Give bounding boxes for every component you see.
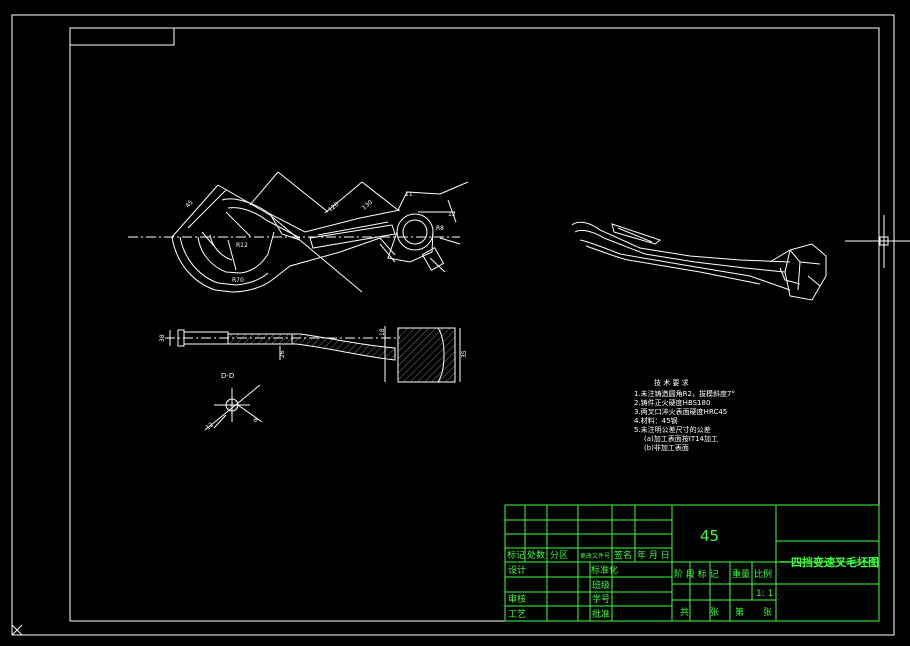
dim-label-2: R12 <box>236 242 248 249</box>
header-zone: 分区 <box>550 550 568 561</box>
label-standardization: 标准化 <box>591 564 618 576</box>
tech-req-item-1: 1.未注铸造圆角R2，拔模斜度7° <box>634 389 735 398</box>
header-signature: 签名 <box>614 549 632 561</box>
scale-value: 1: 1 <box>756 589 773 599</box>
dim-label-5: 130 <box>361 199 374 212</box>
sheet-unit-2: 张 <box>763 607 772 618</box>
tech-req-item-4: 4.材料：45钢 <box>634 416 678 425</box>
dim-label-8: 12 <box>448 211 456 218</box>
main-view <box>128 171 469 293</box>
tech-req-item-3: 3.两叉口淬火表面硬度HRC45 <box>634 407 727 416</box>
tech-req-item-7: (b)非加工表面 <box>644 443 689 452</box>
sheet-unit-1: 张 <box>710 607 719 618</box>
header-date: 年 月 日 <box>637 549 670 561</box>
header-change-doc: 更改文件号 <box>580 552 610 560</box>
label-process: 工艺 <box>508 609 526 620</box>
material-value: 45 <box>700 527 719 545</box>
crosshair-cursor[interactable] <box>845 215 910 268</box>
dim-label-9: 38 <box>159 334 166 342</box>
side-view-dims: 38 26 35 18 <box>159 328 468 358</box>
dim-label-12: 18 <box>379 328 386 336</box>
label-class: 班级 <box>592 579 610 591</box>
dim-label-7: R8 <box>436 225 444 232</box>
sheet-number-label: 第 <box>735 606 744 618</box>
isometric-view <box>571 221 827 301</box>
label-stage-mark: 阶 段 标 记 <box>674 568 719 580</box>
label-weight: 重量 <box>732 568 750 580</box>
dim-label-14: 8 <box>252 416 260 424</box>
reverse-title-box <box>69 27 175 46</box>
header-mark: 标记 <box>507 549 525 561</box>
label-student-id: 学号 <box>592 593 610 605</box>
drawing-frame <box>69 27 880 622</box>
section-label: D-D <box>221 372 234 380</box>
label-approve: 批准 <box>592 608 610 620</box>
dim-label-6: 11 <box>405 191 413 198</box>
tech-req-item-2: 2.铸件正火硬度HBS180 <box>634 398 710 407</box>
title-block <box>504 504 880 622</box>
dim-label-4: 120 <box>327 201 340 214</box>
tech-req-item-6: (a)加工表面按IT14加工 <box>644 434 718 443</box>
label-review: 审核 <box>508 593 526 605</box>
sheet-outer-border <box>11 14 895 636</box>
ucs-icon <box>11 624 23 636</box>
dim-label-3: R70 <box>232 277 244 284</box>
sheet-total-label: 共 <box>680 607 689 618</box>
header-count: 处数 <box>527 549 545 561</box>
dim-label-11: 35 <box>461 350 468 358</box>
tech-requirements: 技 术 要 求 1.未注铸造圆角R2，拔模斜度7° 2.铸件正火硬度HBS180… <box>634 378 735 452</box>
label-scale: 比例 <box>754 568 772 580</box>
dim-label-10: 26 <box>279 350 286 358</box>
label-design: 设计 <box>508 564 526 576</box>
tech-req-item-5: 5.未注明公差尺寸的公差 <box>634 425 711 434</box>
tech-req-heading: 技 术 要 求 <box>654 378 689 387</box>
drawing-title: 一四挡变速叉毛坯图 <box>780 555 879 569</box>
section-dd <box>204 384 263 431</box>
side-view <box>165 326 461 383</box>
dim-label-1: 45 <box>184 199 194 209</box>
dim-label-13: 12 <box>205 421 215 431</box>
